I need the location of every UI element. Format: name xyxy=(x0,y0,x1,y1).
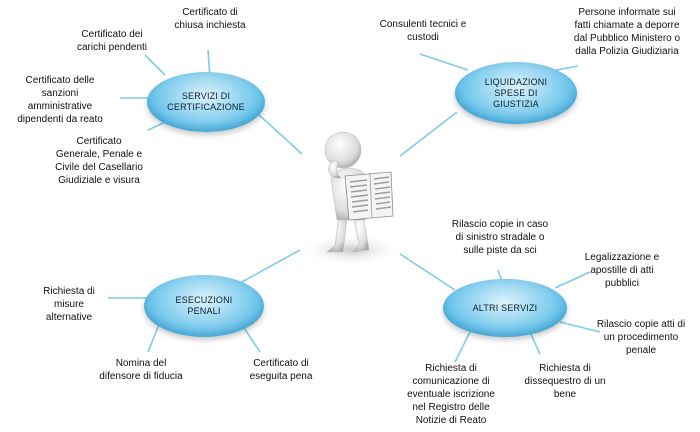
connector-line xyxy=(147,321,161,353)
hub-label: SERVIZI DI CERTIFICAZIONE xyxy=(167,91,245,112)
leaf-rilascio-copie-procedimento-penale: Rilascio copie atti di un procedimento p… xyxy=(596,319,686,356)
hub-esecuzioni-penali: ESECUZIONI PENALI xyxy=(144,275,264,337)
leaf-nomina-difensore: Nomina del difensore di fiducia xyxy=(99,358,183,382)
connector-line xyxy=(419,53,469,71)
leaf-certificato-casellario-giudiziale: Certificato Generale, Penale e Civile de… xyxy=(55,136,143,186)
leaf-persone-informate-sui-fatti: Persone informate sui fatti chiamate a d… xyxy=(573,7,681,57)
connector-line xyxy=(555,65,579,71)
leaf-certificato-chiusa-inchiesta: Certificato di chiusa inchiesta xyxy=(174,7,246,31)
connector-line xyxy=(559,321,601,333)
hub-label: LIQUIDAZIONI SPESE DI GIUSTIZIA xyxy=(484,76,548,109)
leaf-certificato-sanzioni-amministrative: Certificato delle sanzioni amministrativ… xyxy=(17,75,103,125)
leaf-legalizzazione-apostille: Legalizzazione e apostille di atti pubbl… xyxy=(584,252,660,289)
leaf-certificato-eseguita-pena: Certificato di eseguita pena xyxy=(249,358,313,382)
newspaper-icon xyxy=(344,171,394,221)
leaf-consulenti-tecnici: Consulenti tecnici e custodi xyxy=(379,19,467,43)
leaf-rilascio-copie-sinistro: Rilascio copie in caso di sinistro strad… xyxy=(451,219,549,256)
hub-servizi-di-certificazione: SERVIZI DI CERTIFICAZIONE xyxy=(147,72,265,132)
connector-line xyxy=(257,113,303,155)
connector-line xyxy=(554,271,591,289)
hub-altri-servizi: ALTRI SERVIZI xyxy=(443,279,567,337)
hub-label: ALTRI SERVIZI xyxy=(472,302,538,313)
connector-line xyxy=(399,111,458,157)
leaf-certificato-carichi-pendenti: Certificato dei carichi pendenti xyxy=(76,29,148,53)
connector-line xyxy=(399,253,456,291)
hub-liquidazioni-spese-di-giustizia: LIQUIDAZIONI SPESE DI GIUSTIZIA xyxy=(455,62,577,124)
leaf-richiesta-misure-alternative: Richiesta di misure alternative xyxy=(43,286,95,323)
hub-label: ESECUZIONI PENALI xyxy=(175,295,233,316)
connector-line xyxy=(144,54,166,76)
connector-line xyxy=(529,331,541,355)
connector-line xyxy=(239,249,301,284)
connector-line xyxy=(454,331,471,363)
leaf-richiesta-dissequestro: Richiesta di dissequestro di un bene xyxy=(524,363,606,400)
leaf-richiesta-comunicazione-iscrizione: Richiesta di comunicazione di eventuale … xyxy=(407,363,495,426)
person-reading-newspaper-illustration xyxy=(299,131,403,266)
